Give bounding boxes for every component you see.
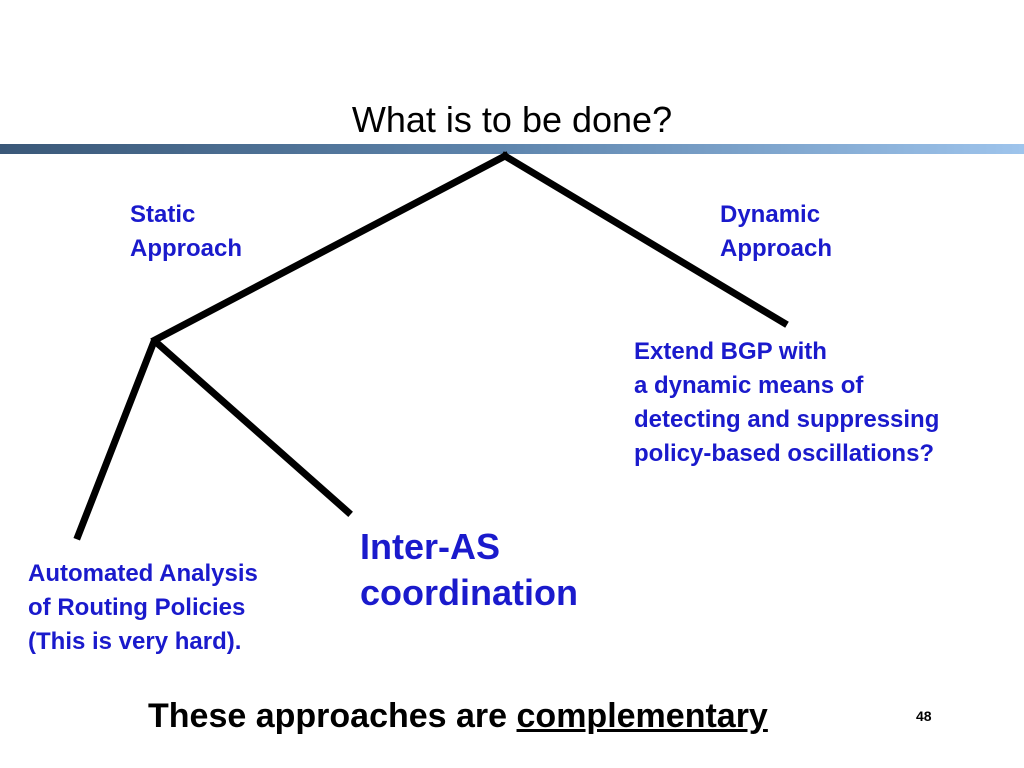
dynamic-leaf-line-2: a dynamic means of [634, 372, 864, 399]
dynamic-approach-label: Dynamic Approach [720, 198, 832, 266]
analysis-leaf-line-1: Automated Analysis [28, 560, 258, 587]
coordination-leaf-line-2: coordination [360, 572, 578, 613]
coordination-leaf-line-1: Inter-AS [360, 526, 501, 567]
edge-root-to-static [150, 151, 510, 345]
coordination-leaf-label: Inter-AS coordination [360, 524, 578, 616]
analysis-leaf-line-2: of Routing Policies [28, 594, 246, 621]
slide-title: What is to be done? [351, 99, 673, 140]
footer-prefix: These approaches are [148, 697, 517, 735]
static-approach-label: Static Approach [130, 198, 242, 266]
dynamic-leaf-line-3: detecting and suppressing [634, 406, 940, 433]
dynamic-leaf-line-4: policy-based oscillations? [634, 440, 935, 467]
title-underline-bar [0, 144, 1024, 154]
dynamic-approach-line-2: Approach [720, 235, 833, 262]
analysis-leaf-label: Automated Analysis of Routing Policies (… [28, 557, 258, 659]
page-number: 48 [916, 708, 932, 724]
edge-root-to-dynamic [500, 151, 789, 328]
dynamic-approach-line-1: Dynamic [720, 201, 821, 228]
footer-emphasis: complementary [516, 697, 768, 735]
edge-static-to-analysis [73, 339, 158, 541]
static-approach-line-1: Static [130, 201, 196, 228]
footer-statement: These approaches are complementary [148, 694, 768, 738]
dynamic-leaf-line-1: Extend BGP with [634, 338, 827, 365]
edge-static-to-coordination [152, 338, 353, 517]
static-approach-line-2: Approach [130, 235, 243, 262]
dynamic-leaf-label: Extend BGP with a dynamic means of detec… [634, 335, 939, 471]
analysis-leaf-line-3: (This is very hard). [28, 628, 242, 655]
